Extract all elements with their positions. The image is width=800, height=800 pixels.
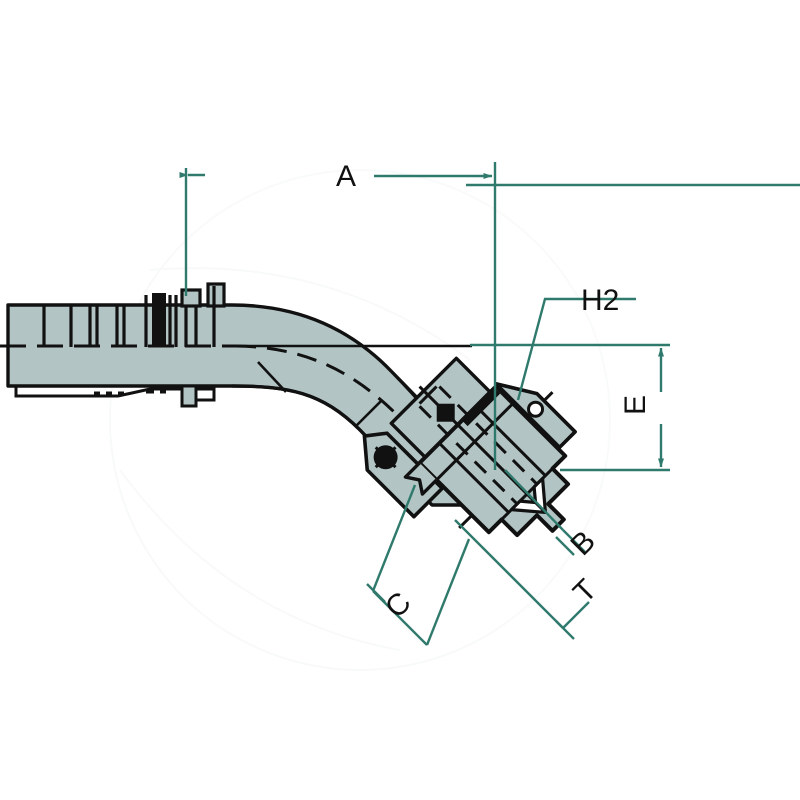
dim-t-tick xyxy=(555,620,575,640)
nut-center-square-marker xyxy=(436,403,455,422)
dim-h2-leader xyxy=(516,297,636,401)
bend-seam-line-3 xyxy=(355,399,383,427)
dimension-c xyxy=(366,484,471,646)
lower-ferrule-lip xyxy=(14,386,214,398)
dimension-a xyxy=(179,162,800,470)
hose-barb-ridges xyxy=(42,306,126,347)
dimension-label-a: A xyxy=(336,160,356,193)
dimension-b xyxy=(504,469,586,556)
dimension-t xyxy=(454,519,590,640)
nut-hidden-bore xyxy=(418,385,543,510)
dimension-e xyxy=(470,343,670,472)
dim-b-tick xyxy=(555,536,575,556)
nut-end-scallop xyxy=(403,461,438,496)
lower-ferrule-knurl xyxy=(94,390,166,395)
h2-measure-point-hole xyxy=(527,400,545,418)
bend-seam-line xyxy=(257,361,287,393)
dim-c-extension-2 xyxy=(425,538,471,646)
dim-c-extension-1 xyxy=(371,484,417,592)
dimension-label-e: E xyxy=(619,395,652,415)
dim-b-extension xyxy=(504,469,564,531)
ferrule-crimp-lines xyxy=(144,295,178,347)
nut-detail-lines xyxy=(435,402,567,534)
lower-ferrule-boss xyxy=(180,384,198,408)
dimension-layer xyxy=(179,162,800,646)
nut-lower-boss-cross xyxy=(374,446,397,469)
ferrule-collar-2 xyxy=(206,282,226,308)
dim-t-extension-1 xyxy=(454,519,564,629)
bend-seam-line-2 xyxy=(391,371,417,399)
bend-inner-wall xyxy=(231,384,434,507)
dim-b-measure-line xyxy=(562,529,586,553)
dimension-label-h2: H2 xyxy=(581,284,619,317)
ferrule-crimp-band xyxy=(152,293,166,347)
bore-hidden-line-bend xyxy=(235,344,448,466)
dim-t-measure-line xyxy=(562,601,590,629)
lower-ferrule-boss-edge xyxy=(194,386,216,402)
ferrule-collar-1 xyxy=(180,288,202,308)
nut-gap-shadow xyxy=(460,386,501,427)
dimension-label-t: T xyxy=(567,573,603,609)
dimension-label-c: C xyxy=(379,586,418,625)
dimension-h2 xyxy=(516,297,636,401)
dim-c-tick-1 xyxy=(366,583,386,603)
fitting-body-group xyxy=(0,282,472,507)
